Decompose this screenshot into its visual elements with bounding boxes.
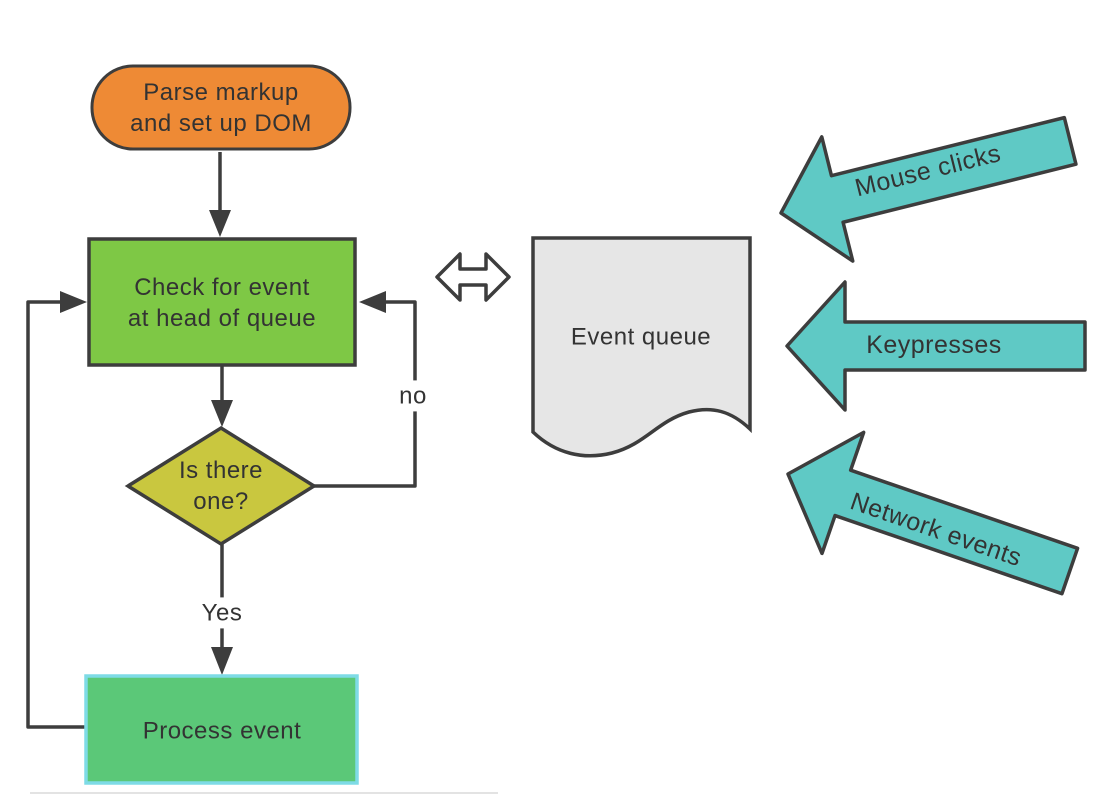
check-event-label: Check for event at head of queue	[127, 273, 317, 332]
node-is-there-one-diamond	[124, 425, 318, 547]
process-event-label: Process event	[142, 717, 302, 745]
arrowhead-no-to-check	[359, 291, 386, 313]
edge-process-loop-to-check	[26, 300, 86, 729]
node-process-event	[84, 674, 359, 785]
event-queue-label: Event queue	[570, 323, 712, 351]
arrowhead-loop-to-check	[60, 291, 87, 313]
node-parse-markup	[90, 64, 352, 151]
arrowhead-yes-to-process	[211, 647, 233, 675]
arrow-mouse-clicks	[779, 115, 1078, 263]
arrowhead-parse-to-check	[209, 210, 231, 237]
node-event-queue-document	[531, 236, 752, 458]
page-bottom-edge-line	[30, 792, 498, 794]
no-edge-label: no	[391, 380, 435, 412]
keypresses-label: Keypresses	[866, 330, 1002, 359]
yes-edge-label: Yes	[193, 597, 251, 629]
node-check-event	[87, 237, 357, 367]
parse-markup-label: Parse markup and set up DOM	[130, 78, 312, 137]
arrowhead-check-to-decision	[211, 400, 233, 427]
double-arrow-icon	[435, 252, 511, 302]
arrow-network-events	[786, 430, 1080, 596]
arrow-keypresses	[785, 280, 1087, 412]
is-there-one-label: Is there one?	[178, 456, 264, 515]
